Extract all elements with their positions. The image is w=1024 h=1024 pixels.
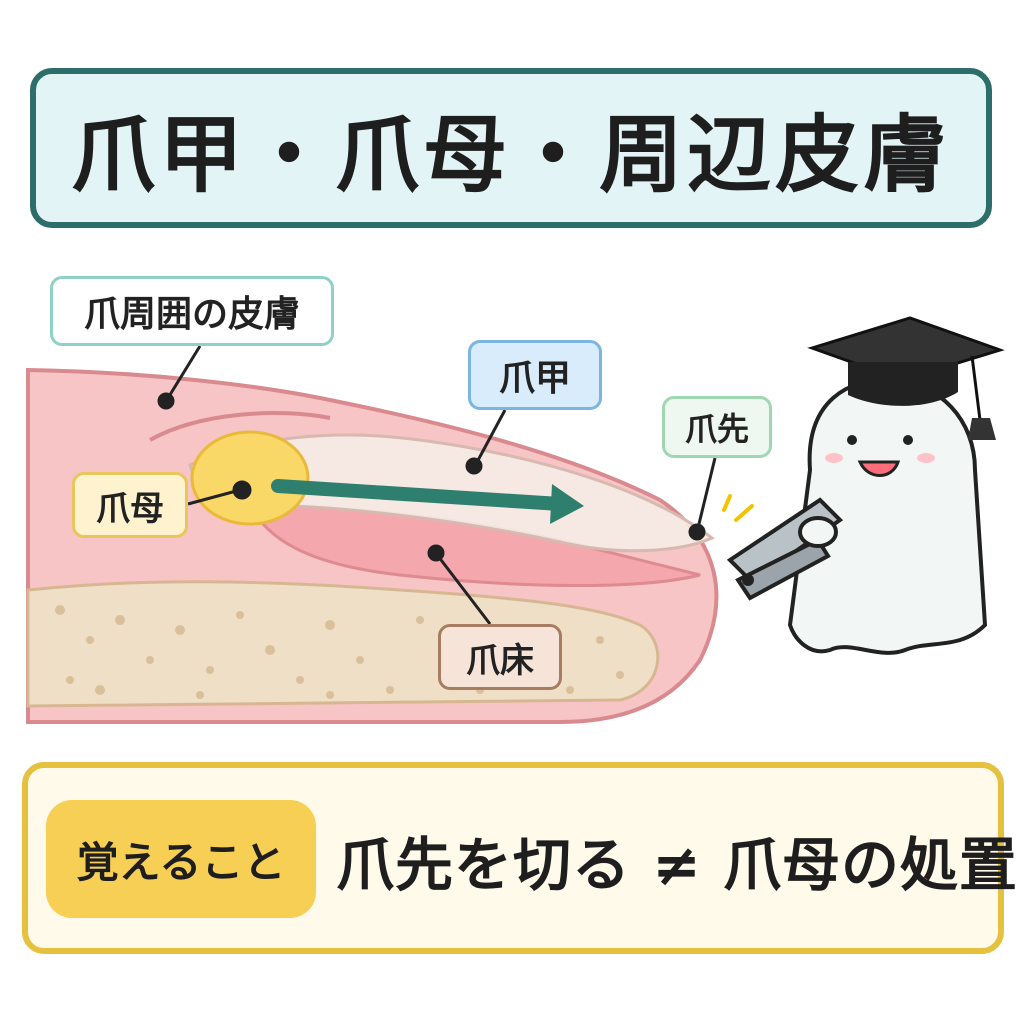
title-banner: 爪甲・爪母・周辺皮膚 — [30, 68, 992, 228]
memo-badge: 覚えること — [46, 800, 316, 918]
page-title: 爪甲・爪母・周辺皮膚 — [70, 105, 951, 204]
label-nail-tip: 爪先 — [662, 396, 772, 458]
label-nail-bed: 爪床 — [438, 624, 562, 690]
growth-arrow-icon — [271, 479, 584, 524]
nail-matrix-shape — [190, 430, 310, 526]
nail-clipper-icon — [726, 497, 844, 601]
cuticle-fold — [149, 411, 331, 442]
label-nail-plate: 爪甲 — [468, 340, 602, 410]
ghost-mascot — [787, 377, 988, 655]
label-nail-matrix: 爪母 — [72, 472, 188, 538]
snip-marks — [722, 494, 754, 522]
graduation-cap-icon — [807, 316, 1005, 440]
label-periungual-skin: 爪周囲の皮膚 — [50, 276, 334, 346]
memo-text: 爪先を切る ≠ 爪母の処置 — [336, 831, 1018, 899]
